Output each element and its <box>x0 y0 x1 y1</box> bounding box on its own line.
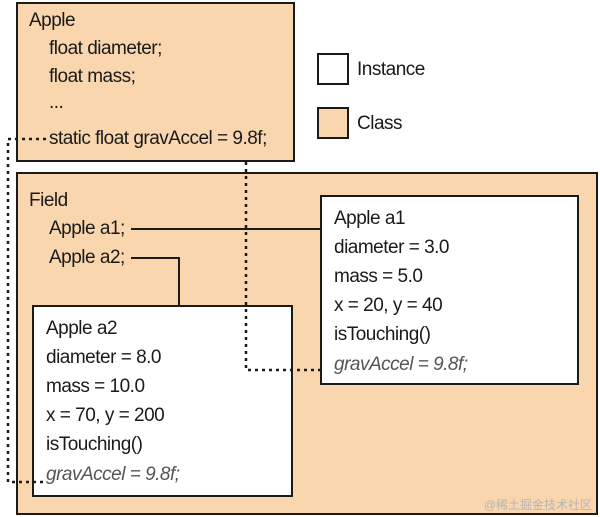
apple-class-field: float diameter; <box>49 38 162 59</box>
instance-a1-line: mass = 5.0 <box>334 266 423 287</box>
field-member-a1: Apple a1; <box>49 218 125 239</box>
instance-a2-line: diameter = 8.0 <box>46 347 162 368</box>
field-class-title: Field <box>29 190 68 211</box>
legend-instance-swatch <box>317 53 349 85</box>
instance-a2-line: mass = 10.0 <box>46 376 145 397</box>
instance-a1-line: diameter = 3.0 <box>334 237 450 258</box>
apple-class-title: Apple <box>29 10 76 31</box>
watermark: @稀土掘金技术社区 <box>483 498 592 512</box>
apple-class-field: ... <box>49 92 64 113</box>
apple-class-box <box>16 2 295 162</box>
instance-a1-static-ref: gravAccel = 9.8f; <box>334 354 468 375</box>
instance-a2-static-ref: gravAccel = 9.8f; <box>46 464 180 485</box>
instance-a2-line: x = 70, y = 200 <box>46 405 165 426</box>
instance-a1-line: isTouching() <box>334 324 431 345</box>
instance-a1-line: Apple a1 <box>334 208 406 229</box>
legend-class-swatch <box>317 107 349 139</box>
instance-a1-box <box>320 195 579 385</box>
legend-class-label: Class <box>357 113 403 134</box>
legend-instance-label: Instance <box>357 59 425 80</box>
instance-a2-line: isTouching() <box>46 434 143 455</box>
apple-class-field: float mass; <box>49 66 136 87</box>
instance-a1-line: x = 20, y = 40 <box>334 295 443 316</box>
instance-a2-line: Apple a2 <box>46 318 118 339</box>
field-member-a2: Apple a2; <box>49 247 125 268</box>
apple-class-static-field: static float gravAccel = 9.8f; <box>49 128 267 149</box>
